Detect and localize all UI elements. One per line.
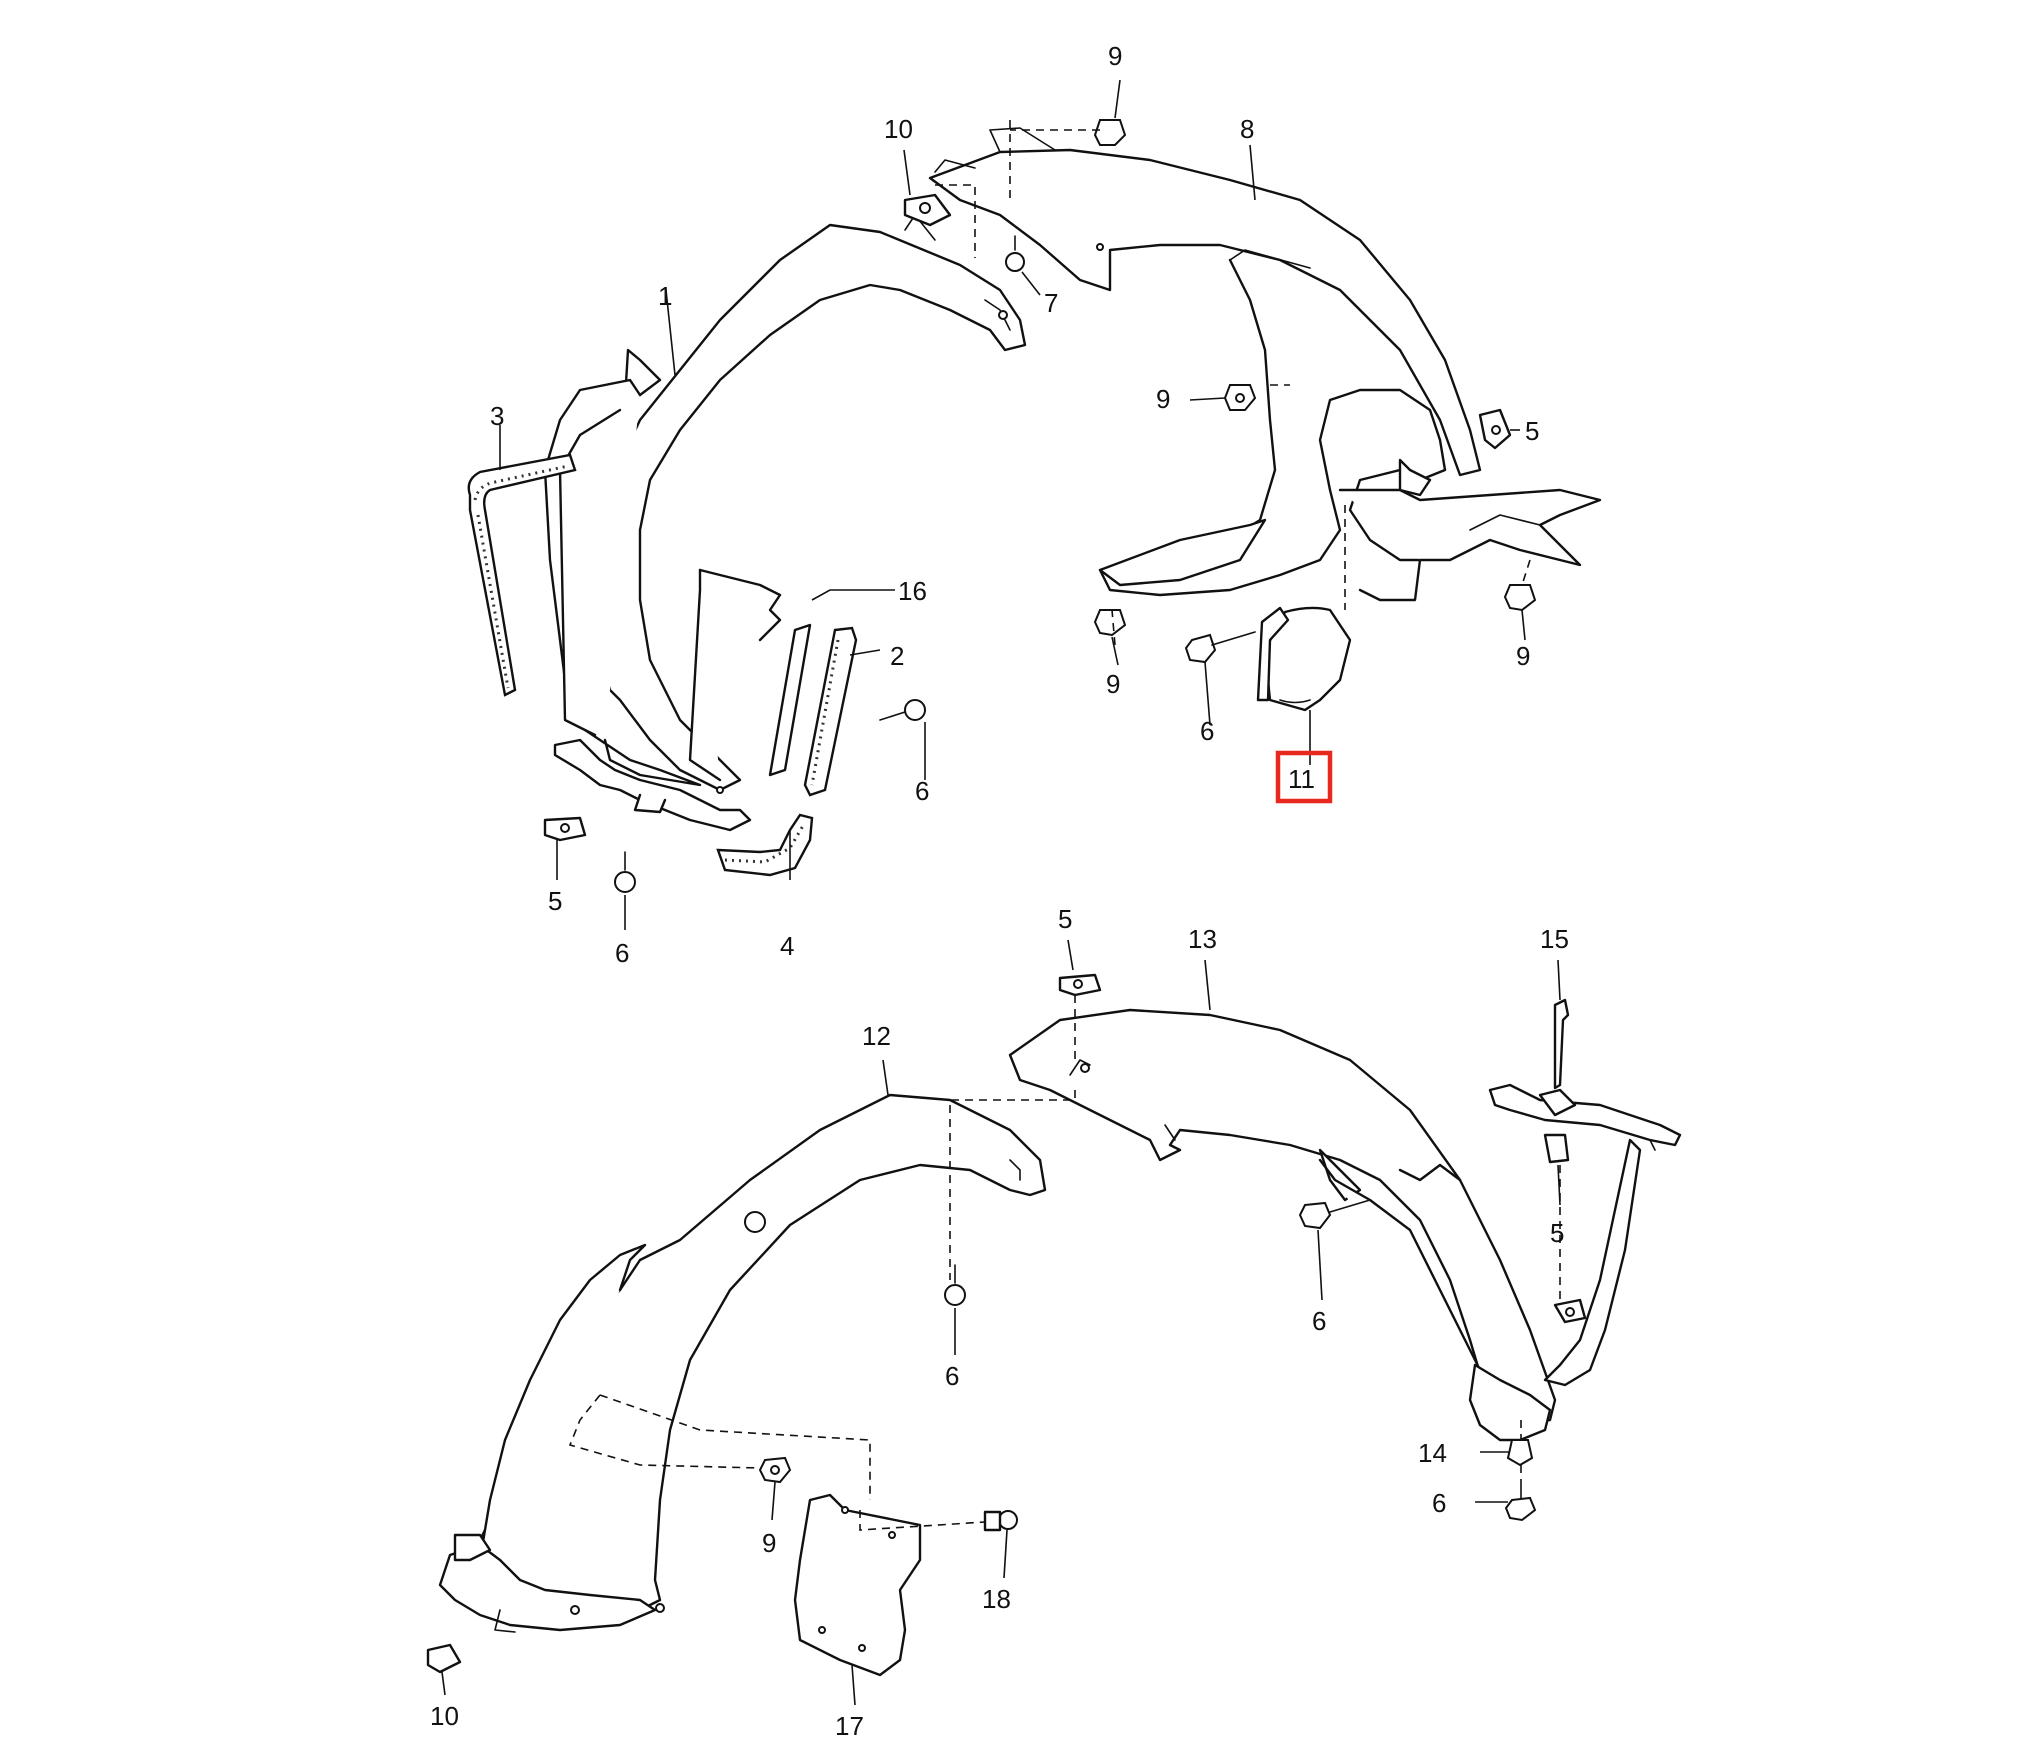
- fastener-10-clip-bottom: [426, 1643, 462, 1674]
- fastener-5-clip-bracket-upper: [1543, 1133, 1570, 1164]
- fastener-18-rivet: [983, 1510, 1018, 1532]
- callout-6: 6: [915, 776, 929, 806]
- fastener-6-screw-11: [1184, 631, 1256, 664]
- callout-9: 9: [762, 1528, 776, 1558]
- callout-6: 6: [1312, 1306, 1326, 1336]
- fastener-10-clip-top: [903, 193, 952, 227]
- part-15-bracket: [1488, 998, 1682, 1387]
- fastener-5-clip-bracket-lower: [1553, 1298, 1587, 1324]
- callout-10: 10: [430, 1701, 459, 1731]
- callout-6: 6: [615, 938, 629, 968]
- fastener-5-clip-left: [543, 816, 587, 842]
- part-13-housing-liner: [1008, 1008, 1557, 1442]
- callout-18: 18: [982, 1584, 1011, 1614]
- callout-14: 14: [1418, 1438, 1447, 1468]
- callout-3: 3: [490, 401, 504, 431]
- fastener-6-screw-bottom-right: [1504, 1479, 1537, 1522]
- callout-1: 1: [658, 281, 672, 311]
- part-4-seal-curve: [716, 813, 814, 877]
- callout-9: 9: [1156, 384, 1170, 414]
- fastener-9-nut-right: [1503, 584, 1537, 612]
- part-1-wheel-arch-liner: [543, 214, 1104, 832]
- fastener-6-screw-2: [879, 699, 926, 721]
- callout-6: 6: [1200, 716, 1214, 746]
- part-16-strip: [768, 623, 812, 777]
- fastener-6-screw-left: [614, 851, 636, 893]
- callout-5: 5: [1550, 1218, 1564, 1248]
- fastener-9-nut-middle: [1223, 384, 1257, 411]
- leader-lines-top: [499, 79, 1531, 930]
- part-17-plate: [793, 1493, 922, 1677]
- fastener-7-screw: [1005, 235, 1025, 272]
- fastener-14-nut: [1506, 1439, 1534, 1467]
- callout-16: 16: [898, 576, 927, 606]
- fastener-9-nut-bottom: [758, 1456, 792, 1484]
- callout-15: 15: [1540, 924, 1569, 954]
- fastener-9-nut-left: [1093, 609, 1127, 637]
- callout-2: 2: [890, 641, 904, 671]
- callout-5: 5: [548, 886, 562, 916]
- callout-7: 7: [1044, 288, 1058, 318]
- callout-labels: 9 10 8 1 7 9 5 3 16 2 9 9 6 6 5 6 4 11 5…: [430, 41, 1569, 1741]
- fastener-5-clip-right: [1478, 408, 1512, 450]
- part-2-seal-strip: [803, 626, 858, 797]
- fastener-6-screw-12: [944, 1264, 966, 1306]
- callout-9: 9: [1106, 669, 1120, 699]
- part-3-seal-strip: [467, 453, 577, 697]
- part-12-wheel-arch-liner: [438, 1093, 1047, 1633]
- callout-5: 5: [1525, 416, 1539, 446]
- callout-11-highlight-box: [1275, 750, 1333, 804]
- callout-9: 9: [1516, 641, 1530, 671]
- callout-10: 10: [884, 114, 913, 144]
- part-11-deflector: [1256, 606, 1352, 712]
- fastener-6-screw-13: [1298, 1199, 1371, 1230]
- callout-6: 6: [1432, 1488, 1446, 1518]
- part-8-wheel-housing-liner: [928, 127, 1602, 602]
- callout-9: 9: [1108, 41, 1122, 71]
- fastener-5-clip-bottom-top: [1058, 973, 1102, 997]
- fastener-9-nut-top: [1093, 119, 1127, 146]
- callout-5: 5: [1058, 904, 1072, 934]
- callout-8: 8: [1240, 114, 1254, 144]
- callout-12: 12: [862, 1021, 891, 1051]
- leader-lines-bottom: [441, 939, 1561, 1706]
- callout-4: 4: [780, 931, 794, 961]
- callout-13: 13: [1188, 924, 1217, 954]
- callout-6: 6: [945, 1361, 959, 1391]
- callout-17: 17: [835, 1711, 864, 1741]
- callout-11: 11: [1288, 764, 1315, 794]
